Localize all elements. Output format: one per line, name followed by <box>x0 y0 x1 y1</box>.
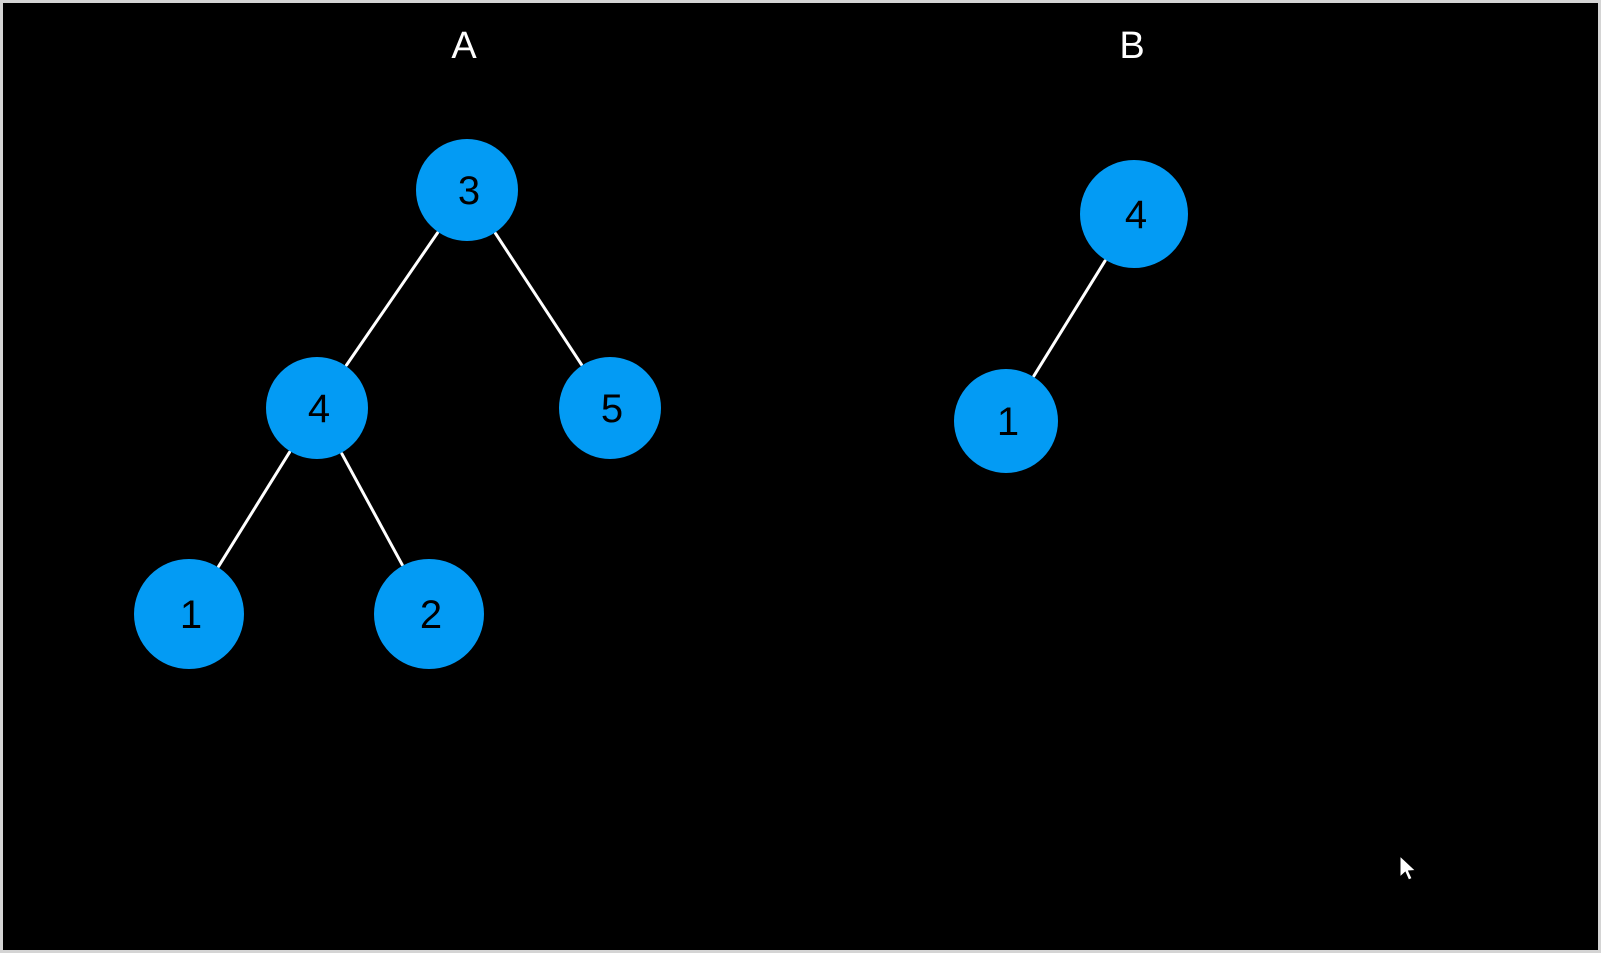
tree-node-b4[interactable]: 4 <box>1080 160 1188 268</box>
node-value-label: 4 <box>308 387 330 431</box>
tree-node-a3[interactable]: 3 <box>416 139 518 241</box>
tree-node-b1[interactable]: 1 <box>954 369 1058 473</box>
tree-edge-b4-b1 <box>1032 259 1107 378</box>
tree-node-a5[interactable]: 5 <box>559 357 661 459</box>
node-circle[interactable] <box>559 357 661 459</box>
node-layer: 3 4 5 1 2 4 1 <box>134 139 1188 669</box>
tree-title-a: A <box>451 25 477 67</box>
node-circle[interactable] <box>1080 160 1188 268</box>
tree-edge-a4-a2 <box>340 452 404 567</box>
tree-edge-a3-a4 <box>344 231 440 367</box>
node-value-label: 5 <box>601 387 623 431</box>
node-circle[interactable] <box>134 559 244 669</box>
tree-node-a1[interactable]: 1 <box>134 559 244 669</box>
edge-layer <box>217 231 1107 568</box>
node-value-label: 1 <box>180 593 202 637</box>
node-circle[interactable] <box>954 369 1058 473</box>
node-value-label: 1 <box>997 400 1019 444</box>
node-circle[interactable] <box>416 139 518 241</box>
node-circle[interactable] <box>374 559 484 669</box>
node-value-label: 4 <box>1125 193 1147 237</box>
tree-title-b: B <box>1119 25 1144 67</box>
tree-edge-a3-a5 <box>494 231 583 367</box>
tree-node-a4[interactable]: 4 <box>266 357 368 459</box>
tree-edge-a4-a1 <box>217 450 292 568</box>
tree-node-a2[interactable]: 2 <box>374 559 484 669</box>
node-value-label: 2 <box>420 593 442 637</box>
node-value-label: 3 <box>458 169 480 213</box>
node-circle[interactable] <box>266 357 368 459</box>
